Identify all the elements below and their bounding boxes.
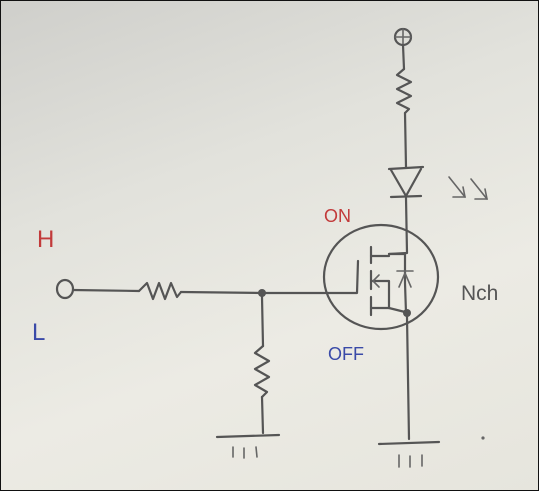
- resistor-to-led-wire: [403, 111, 408, 169]
- pulldown-wire: [260, 295, 265, 348]
- supply-terminal: [393, 27, 413, 47]
- gate-resistor: [137, 281, 183, 301]
- led: [387, 165, 425, 199]
- input-wire: [71, 288, 141, 293]
- input-low-label: L: [32, 319, 45, 346]
- transistor-type-label: Nch: [461, 282, 498, 305]
- state-off-label: OFF: [328, 344, 364, 364]
- source-node: [403, 309, 411, 317]
- mosfet-body: [322, 223, 440, 331]
- light-emission-arrows-icon: [448, 176, 488, 200]
- gate-wire: [179, 290, 329, 295]
- input-terminal: [55, 278, 75, 300]
- nch-mosfet: [325, 245, 414, 317]
- ground-right: [377, 440, 441, 468]
- source-wire: [405, 315, 411, 441]
- pulldown-resistor: [253, 344, 271, 399]
- ground-left: [215, 433, 281, 459]
- pulldown-wire-lower: [260, 395, 265, 435]
- junction-node: [258, 289, 266, 297]
- state-on-label: ON: [324, 206, 351, 226]
- pencil-dot: [481, 436, 485, 440]
- input-high-label: H: [37, 226, 54, 253]
- supply-wire: [401, 43, 406, 71]
- load-resistor: [395, 67, 413, 115]
